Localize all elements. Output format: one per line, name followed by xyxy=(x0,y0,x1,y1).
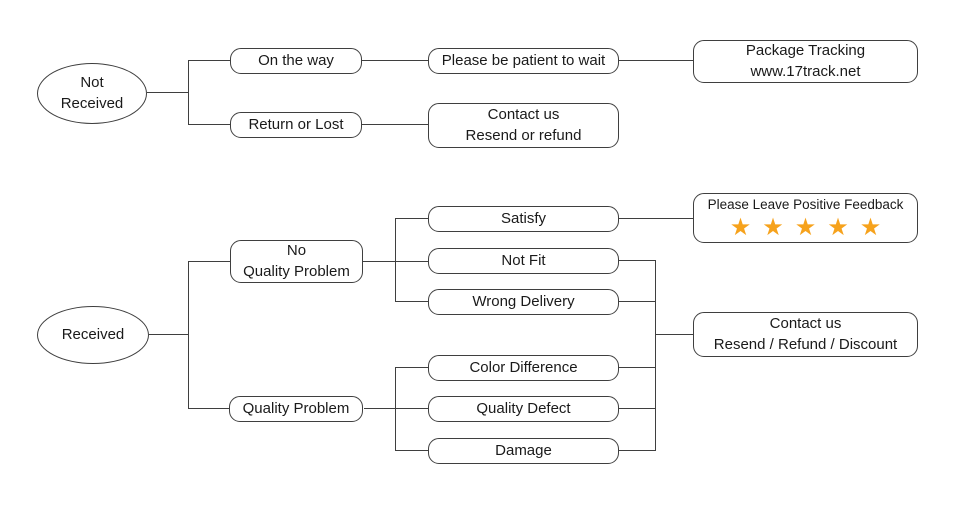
flow-connector xyxy=(655,260,656,451)
flow-connector xyxy=(188,408,229,409)
flow-connector xyxy=(619,260,655,261)
flow-connector xyxy=(619,60,693,61)
flow-connector xyxy=(395,218,396,302)
node-label: Color Difference xyxy=(469,358,578,376)
flow-connector xyxy=(188,124,230,125)
node-label: Contact us xyxy=(769,315,842,333)
node-label: On the way xyxy=(258,51,334,69)
flow-connector xyxy=(362,60,428,61)
node-label: Wrong Delivery xyxy=(472,292,575,310)
node-no-quality-problem: No Quality Problem xyxy=(230,240,363,283)
node-on-the-way: On the way xyxy=(230,48,362,74)
node-return-or-lost: Return or Lost xyxy=(230,112,362,138)
flow-connector xyxy=(362,124,428,125)
node-label: Resend / Refund / Discount xyxy=(713,335,898,353)
node-label: Received xyxy=(60,94,124,112)
node-label: www.17track.net xyxy=(750,62,861,80)
node-label: Quality Defect xyxy=(476,399,571,417)
node-label: Contact us xyxy=(487,106,560,124)
node-label: Quality Problem xyxy=(243,262,350,280)
flow-connector xyxy=(619,301,655,302)
flow-connector xyxy=(395,301,428,302)
node-package-tracking: Package Tracking www.17track.net xyxy=(693,40,918,83)
node-contact-us-resend-refund-discount: Contact us Resend / Refund / Discount xyxy=(693,312,918,357)
flow-connector xyxy=(619,450,655,451)
node-label: Received xyxy=(61,325,125,343)
flow-connector xyxy=(149,334,188,335)
node-label: Return or Lost xyxy=(248,115,344,133)
flow-connector xyxy=(188,261,231,262)
flow-connector xyxy=(619,408,655,409)
node-received: Received xyxy=(37,306,149,364)
node-label: Satisfy xyxy=(500,209,546,227)
flow-connector xyxy=(364,408,428,409)
flow-connector xyxy=(619,218,693,219)
flow-connector xyxy=(619,367,655,368)
node-positive-feedback: Please Leave Positive Feedback ★★★★★ xyxy=(693,193,918,243)
node-label: Damage xyxy=(495,441,552,459)
node-label: Please be patient to wait xyxy=(441,51,606,69)
node-label: Package Tracking xyxy=(745,42,866,60)
node-label: No xyxy=(286,242,307,260)
node-please-be-patient: Please be patient to wait xyxy=(428,48,619,74)
node-label: Quality Problem xyxy=(242,399,350,417)
node-not-received: Not Received xyxy=(37,63,147,124)
node-color-difference: Color Difference xyxy=(428,355,619,381)
flow-connector xyxy=(188,60,189,125)
node-label: Resend or refund xyxy=(465,126,582,144)
node-label: Not xyxy=(80,74,104,92)
flow-connector xyxy=(395,450,428,451)
node-label: Not Fit xyxy=(501,251,546,269)
node-quality-defect: Quality Defect xyxy=(428,396,619,422)
node-satisfy: Satisfy xyxy=(428,206,619,232)
flow-connector xyxy=(147,92,188,93)
node-wrong-delivery: Wrong Delivery xyxy=(428,289,619,315)
node-damage: Damage xyxy=(428,438,619,464)
flow-connector xyxy=(655,334,693,335)
flow-connector xyxy=(395,367,396,451)
flow-connector xyxy=(395,367,428,368)
flow-connector xyxy=(395,218,428,219)
flow-connector xyxy=(188,60,230,61)
node-label: Please Leave Positive Feedback xyxy=(707,197,904,213)
node-quality-problem: Quality Problem xyxy=(229,396,363,422)
node-not-fit: Not Fit xyxy=(428,248,619,274)
flow-connector xyxy=(188,261,189,409)
five-star-rating-icon: ★★★★★ xyxy=(729,213,893,241)
node-contact-us-resend-refund: Contact us Resend or refund xyxy=(428,103,619,148)
